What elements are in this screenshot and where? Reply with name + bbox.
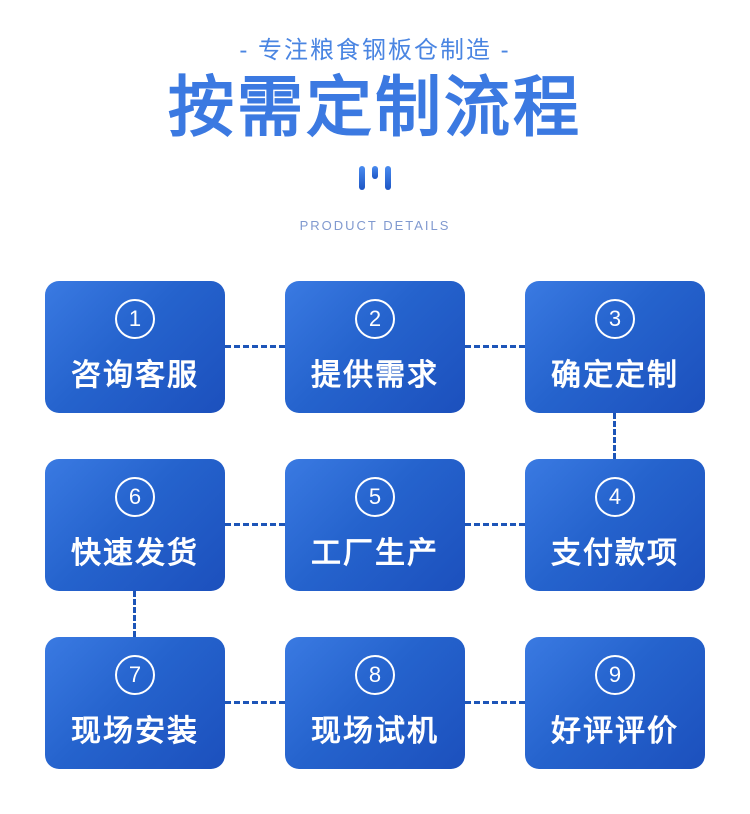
flow-step-card-2: 2 提供需求	[285, 280, 465, 413]
step-label: 现场试机	[311, 715, 439, 749]
flow-step-card-9: 9 好评评价	[525, 636, 705, 769]
three-bars-icon	[0, 165, 750, 192]
connector-4-5	[465, 522, 525, 526]
step-label: 咨询客服	[71, 359, 199, 393]
step-number-badge: 9	[595, 655, 635, 696]
flow-step-card-5: 5 工厂生产	[285, 458, 465, 591]
connector-6-7	[133, 590, 136, 637]
step-number-badge: 8	[355, 655, 395, 696]
flow-grid: 1 咨询客服 2 提供需求 3 确定定制 6 快速发货 5 工厂生产 4 支付款项 7 现场安装 8 现场试机…	[45, 280, 705, 769]
step-label: 快速发货	[71, 537, 199, 571]
step-number-badge: 5	[355, 477, 395, 518]
flow-step-card-8: 8 现场试机	[285, 636, 465, 769]
step-label: 现场安装	[71, 715, 199, 749]
page-title: 按需定制流程	[168, 70, 582, 144]
step-number-badge: 7	[115, 655, 155, 696]
brand-tagline: - 专注粮食钢板仓制造 -	[239, 37, 511, 64]
connector-2-3	[465, 344, 525, 348]
step-label: 提供需求	[311, 359, 439, 393]
flow-step-card-4: 4 支付款项	[525, 458, 705, 591]
product-details-caption: PRODUCT DETAILS	[299, 217, 451, 233]
flow-step-card-6: 6 快速发货	[45, 458, 225, 591]
step-number-badge: 4	[595, 477, 635, 518]
step-label: 确定定制	[551, 359, 679, 393]
page-header: - 专注粮食钢板仓制造 - 按需定制流程 PRODUCT DETAILS	[0, 0, 750, 233]
connector-3-4	[613, 412, 616, 459]
step-number-badge: 3	[595, 299, 635, 340]
flow-step-card-3: 3 确定定制	[525, 280, 705, 413]
step-label: 支付款项	[551, 537, 679, 571]
step-label: 工厂生产	[311, 537, 439, 571]
connector-7-8	[225, 700, 285, 704]
step-label: 好评评价	[551, 715, 679, 749]
step-number-badge: 1	[115, 299, 155, 340]
step-number-badge: 6	[115, 477, 155, 518]
flow-step-card-7: 7 现场安装	[45, 636, 225, 769]
connector-1-2	[225, 344, 285, 348]
step-number-badge: 2	[355, 299, 395, 340]
connector-5-6	[225, 522, 285, 526]
flow-step-card-1: 1 咨询客服	[45, 280, 225, 413]
connector-8-9	[465, 700, 525, 704]
